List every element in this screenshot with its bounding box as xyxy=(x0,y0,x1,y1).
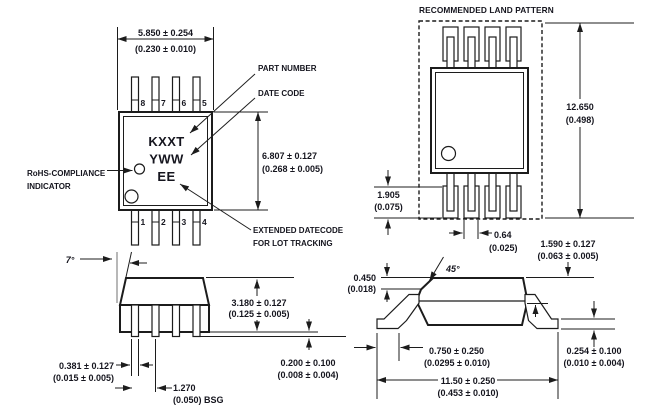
dim-chamfer-in: (0.018) xyxy=(347,284,376,294)
dim-land-height-lines xyxy=(545,22,634,219)
dim-pad-width-mm: 0.64 xyxy=(494,230,512,240)
dim-lead-thickness-in: (0.010 ± 0.004) xyxy=(564,358,625,368)
dim-shoulder-lines xyxy=(526,262,594,317)
pin-number-7: 7 xyxy=(161,98,166,108)
pin-number-2: 2 xyxy=(161,217,166,227)
dim-body-width-in: (0.230 ± 0.010) xyxy=(135,44,196,54)
dim-pad-length-in: (0.075) xyxy=(374,202,403,212)
land-pattern-boundary xyxy=(418,20,543,220)
dim-pad-length-mm: 1.905 xyxy=(377,190,400,200)
land-pattern-pads-bottom xyxy=(442,172,522,219)
label-rohs-1: RoHS-COMPLIANCE xyxy=(27,169,106,178)
dim-pad-width-lines xyxy=(449,220,492,239)
pin-number-3: 3 xyxy=(182,217,187,227)
pin-number-6: 6 xyxy=(182,98,187,108)
dim-draft-angle-lines xyxy=(80,251,147,303)
land-pattern-title: RECOMMENDED LAND PATTERN xyxy=(419,5,554,15)
dim-pad-width-in: (0.025) xyxy=(489,243,518,253)
pin-number-8: 8 xyxy=(141,98,146,108)
pin1-indicator-dot-land xyxy=(440,145,457,162)
dim-standoff-in: (0.008 ± 0.004) xyxy=(278,370,339,380)
marking-part-number: KXXT xyxy=(148,134,184,149)
dim-foot-in: (0.0295 ± 0.010) xyxy=(424,358,490,368)
dim-pitch-in: (0.050) BSG xyxy=(173,395,224,405)
end-view: 45° 0.450 (0.018) 1.590 ± 0.127 (0.063 ±… xyxy=(347,239,624,399)
dim-span-mm: 11.50 ± 0.250 xyxy=(441,376,496,386)
land-pattern-view: RECOMMENDED LAND PATTERN xyxy=(374,5,634,253)
package-body-land-inner xyxy=(435,72,524,169)
dim-foot-mm: 0.750 ± 0.250 xyxy=(429,346,484,356)
pin-number-4: 4 xyxy=(202,217,207,227)
dim-span-lines xyxy=(377,332,559,399)
label-date-code: DATE CODE xyxy=(258,89,305,98)
pin-number-1: 1 xyxy=(141,217,146,227)
dim-thickness-mm: 3.180 ± 0.127 xyxy=(232,298,287,308)
dim-shoulder-mm: 1.590 ± 0.127 xyxy=(541,239,596,249)
rohs-indicator-dot xyxy=(133,163,146,175)
dim-land-height-in: (0.498) xyxy=(566,115,595,125)
package-body-inner-outline xyxy=(123,116,208,206)
dim-pitch-mm: 1.270 xyxy=(173,383,196,393)
dim-draft-angle: 7° xyxy=(66,255,75,265)
chamfer-leader-line xyxy=(429,256,444,281)
dim-lead-thickness-mm: 0.254 ± 0.100 xyxy=(567,346,622,356)
dim-shoulder-in: (0.063 ± 0.005) xyxy=(538,251,599,261)
dim-thickness-in: (0.125 ± 0.005) xyxy=(229,309,290,319)
package-body-land-pattern xyxy=(430,67,529,174)
dim-chamfer-angle: 45° xyxy=(445,264,460,274)
marking-extended-datecode: EE xyxy=(157,169,175,184)
dim-lead-width-mm: 0.381 ± 0.127 xyxy=(59,361,114,371)
dim-land-height-mm: 12.650 xyxy=(566,102,594,112)
top-view: KXXT YWW EE 8 7 6 5 1 2 3 4 5.850 ± 0.25… xyxy=(27,27,344,248)
dim-chamfer-mm: 0.450 xyxy=(353,273,376,283)
side-view-body-top xyxy=(118,277,211,306)
marking-date-code: YWW xyxy=(149,152,184,167)
label-part-number: PART NUMBER xyxy=(258,64,317,73)
dim-lead-thickness-lines xyxy=(561,301,615,347)
label-extended-datecode-1: EXTENDED DATECODE xyxy=(253,226,344,235)
label-rohs-2: INDICATOR xyxy=(27,182,71,191)
dim-pad-length-lines xyxy=(374,170,442,235)
dim-body-height-mm: 6.807 ± 0.127 xyxy=(262,151,317,161)
dim-standoff-lines xyxy=(197,319,346,350)
end-view-lead-right xyxy=(524,293,559,330)
dim-chamfer-lines xyxy=(381,263,433,302)
dim-lead-width-in: (0.015 ± 0.005) xyxy=(53,373,114,383)
dim-thickness-lines xyxy=(206,277,294,331)
dim-body-height-in: (0.268 ± 0.005) xyxy=(262,164,323,174)
pin-number-5: 5 xyxy=(202,98,207,108)
dim-lead-width-lines xyxy=(116,339,153,376)
side-view-leads xyxy=(130,304,201,338)
dim-body-width-mm: 5.850 ± 0.254 xyxy=(138,28,193,38)
pin1-indicator-dot xyxy=(124,189,139,204)
side-view: 7° 3.180 ± 0.127 (0.125 ± 0.005) 0.200 ±… xyxy=(53,251,346,405)
dim-body-height-lines xyxy=(214,111,268,211)
dim-body-width-lines xyxy=(117,27,214,110)
top-view-pins-bottom xyxy=(130,209,201,246)
dim-standoff-mm: 0.200 ± 0.100 xyxy=(281,358,336,368)
dim-pitch-lines xyxy=(115,339,172,392)
top-view-pins-top xyxy=(130,76,201,113)
dim-span-in: (0.453 ± 0.010) xyxy=(438,388,499,398)
end-view-lead-left xyxy=(376,293,420,330)
dim-foot-lines xyxy=(354,333,423,399)
label-extended-datecode-2: FOR LOT TRACKING xyxy=(253,239,333,248)
leader-lines xyxy=(107,73,256,231)
land-pattern-pads-top xyxy=(442,26,522,69)
